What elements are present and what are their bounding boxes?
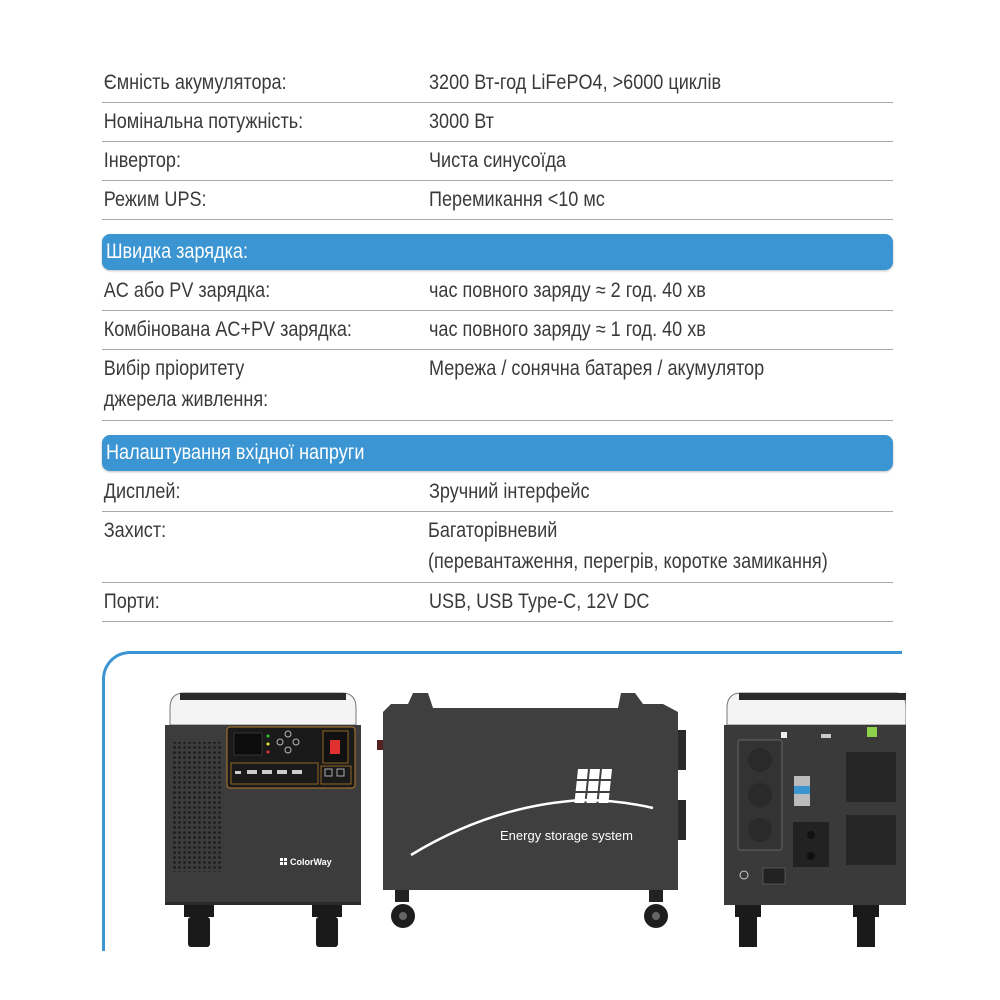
spec-value: час повного заряду ≈ 2 год. 40 хв (429, 279, 706, 302)
spec-table: Ємність акумулятора: 3200 Вт-год LiFePO4… (102, 64, 893, 622)
spec-label: Дисплей: (103, 480, 181, 503)
spec-value: час повного заряду ≈ 1 год. 40 хв (429, 318, 706, 341)
spec-row-display: Дисплей: Зручний інтерфейс (102, 473, 893, 512)
spec-row-combined-charging: Комбінована AC+PV зарядка: час повного з… (102, 311, 893, 350)
spec-value-line: (перевантаження, перегрів, коротке замик… (428, 550, 828, 573)
spec-label-line: Вибір пріоритету (103, 357, 245, 380)
spec-label: Вибір пріоритету джерела живлення: (102, 350, 383, 420)
solar-panel-icon (574, 769, 612, 803)
spec-row-ports: Порти: USB, USB Type-C, 12V DC (102, 583, 893, 622)
spec-value: USB, USB Type-C, 12V DC (429, 590, 650, 613)
section-title: Налаштування вхідної напруги (106, 441, 365, 464)
section-header-fast-charging: Швидка зарядка: (102, 234, 893, 270)
spec-row-battery-capacity: Ємність акумулятора: 3200 Вт-год LiFePO4… (102, 64, 893, 103)
spec-label: Захист: (103, 519, 167, 542)
spec-value: Мережа / сонячна батарея / акумулятор (429, 357, 765, 380)
spec-row-protection: Захист: Багаторівневий (перевантаження, … (102, 512, 893, 583)
spec-label: Номінальна потужність: (103, 110, 304, 133)
brand-logo: ColorWay (290, 857, 332, 867)
spec-value: 3000 Вт (429, 110, 494, 133)
front-view-image: ColorWay (165, 692, 361, 947)
side-caption: Energy storage system (500, 828, 633, 843)
spec-value: 3200 Вт-год LiFePO4, >6000 циклів (429, 71, 722, 94)
spec-label: Ємність акумулятора: (103, 71, 287, 94)
spec-row-ups-mode: Режим UPS: Перемикання <10 мс (102, 181, 893, 220)
spec-row-inverter: Інвертор: Чиста синусоїда (102, 142, 893, 181)
spec-value: Багаторівневий (перевантаження, перегрів… (428, 512, 828, 582)
side-view-image: Energy storage system (377, 693, 686, 928)
spec-value-line: Багаторівневий (428, 519, 558, 542)
spec-label: AC або PV зарядка: (103, 279, 271, 302)
spec-value: Зручний інтерфейс (429, 480, 590, 503)
spec-label-line: джерела живлення: (103, 388, 269, 411)
back-view-image (724, 692, 906, 947)
product-gallery: ColorWay Energy storage system (102, 651, 906, 951)
spec-value: Перемикання <10 мс (429, 188, 605, 211)
spec-row-rated-power: Номінальна потужність: 3000 Вт (102, 103, 893, 142)
spec-label: Режим UPS: (103, 188, 207, 211)
spec-value: Чиста синусоїда (429, 149, 567, 172)
power-outlet-icon (748, 748, 772, 842)
spec-row-source-priority: Вибір пріоритету джерела живлення: Мереж… (102, 350, 893, 421)
section-header-input-voltage: Налаштування вхідної напруги (102, 435, 893, 471)
spec-label: Комбінована AC+PV зарядка: (103, 318, 352, 341)
spec-label: Інвертор: (103, 149, 181, 172)
section-title: Швидка зарядка: (106, 240, 248, 263)
spec-row-ac-pv-charging: AC або PV зарядка: час повного заряду ≈ … (102, 272, 893, 311)
colorway-logo-icon (280, 858, 287, 865)
spec-label: Порти: (103, 590, 160, 613)
